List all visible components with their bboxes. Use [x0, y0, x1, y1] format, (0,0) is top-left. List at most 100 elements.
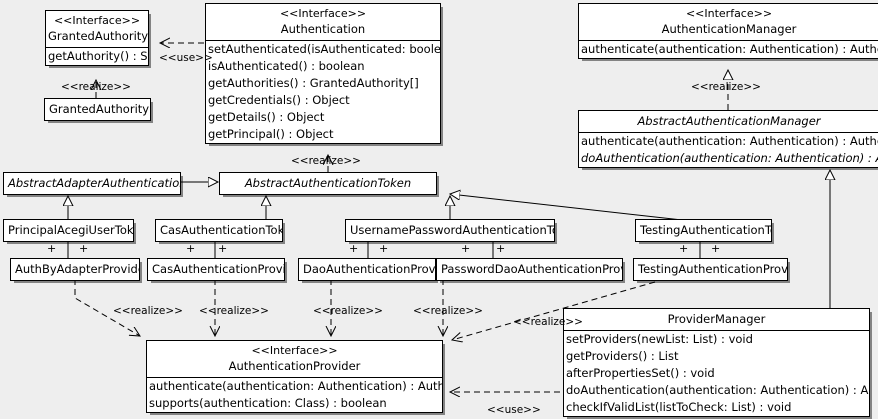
assoc-plus-upat-left2: + [461, 242, 471, 255]
class-header: <<Interface>> AuthenticationProvider [147, 341, 442, 377]
class-cas-authentication-provider[interactable]: CasAuthenticationProvider [147, 258, 285, 281]
operation: getCredentials() : Object [208, 93, 350, 107]
class-principal-acegi-user-token[interactable]: PrincipalAcegiUserToken [3, 219, 134, 242]
class-cas-authentication-token[interactable]: CasAuthenticationToken [155, 219, 283, 242]
operation: doAuthentication(authentication: Authent… [566, 383, 869, 397]
assoc-plus-testing-right: + [711, 242, 721, 255]
operation: authenticate(authentication: Authenticat… [581, 134, 878, 148]
compartment-divider [46, 47, 148, 48]
assoc-plus-upat-right: + [379, 242, 389, 255]
class-header: TestingAuthenticationToken [636, 220, 771, 241]
compartment-divider [579, 40, 878, 41]
assoc-plus-principal-left: + [47, 242, 57, 255]
operation: setAuthenticated(isAuthenticated: boolea… [208, 42, 441, 56]
class-header: DaoAuthenticationProvider [299, 259, 435, 280]
class-name: GrantedAuthority [48, 29, 149, 43]
class-dao-authentication-provider[interactable]: DaoAuthenticationProvider [298, 258, 436, 281]
class-authentication-manager[interactable]: <<Interface>> AuthenticationManager auth… [578, 3, 878, 59]
assoc-plus-upat-right2: + [496, 242, 506, 255]
operation: afterPropertiesSet() : void [566, 366, 715, 380]
class-name: AbstractAuthenticationToken [244, 176, 412, 190]
operation: getAuthority() : String [48, 49, 148, 63]
class-granted-authority-impl[interactable]: GrantedAuthorityImpl [44, 98, 151, 121]
class-header: <<Interface>> GrantedAuthority [46, 11, 148, 47]
class-abstract-authentication-token[interactable]: AbstractAuthenticationToken [219, 172, 437, 195]
operation: checkIfValidList(listToCheck: List) : vo… [566, 400, 792, 414]
class-authentication-provider[interactable]: <<Interface>> AuthenticationProvider aut… [146, 340, 443, 413]
class-header: ProviderManager [564, 309, 869, 330]
class-header: UsernamePasswordAuthenticationToken [346, 220, 554, 241]
class-header: CasAuthenticationToken [156, 220, 282, 241]
class-header: <<Interface>> AuthenticationManager [579, 4, 878, 40]
class-name: AuthByAdapterProvider [15, 262, 140, 276]
class-name: AbstractAuthenticationManager [637, 114, 821, 128]
edge-label-realize-testing-authentication-provider: <<realize>> [513, 316, 583, 328]
class-header: AbstractAuthenticationManager [579, 111, 878, 132]
compartment-divider [579, 132, 878, 133]
stereotype-label: <<Interface>> [251, 344, 338, 357]
edge-label-use-provider-manager: <<use>> [487, 404, 541, 416]
class-auth-by-adapter-provider[interactable]: AuthByAdapterProvider [10, 258, 140, 281]
class-name: UsernamePasswordAuthenticationToken [350, 223, 554, 237]
operation: getDetails() : Object [208, 110, 325, 124]
class-provider-manager[interactable]: ProviderManager setProviders(newList: Li… [563, 308, 870, 417]
class-name: PrincipalAcegiUserToken [8, 223, 134, 237]
class-name: PasswordDaoAuthenticationProvider [441, 262, 622, 276]
operation: getProviders() : List [566, 349, 679, 363]
operations-compartment: authenticate(authentication: Authenticat… [147, 378, 442, 412]
compartment-divider [147, 377, 442, 378]
class-header: AbstractAuthenticationToken [220, 173, 436, 194]
class-header: PrincipalAcegiUserToken [4, 220, 133, 241]
compartment-divider [206, 40, 440, 41]
operation: setProviders(newList: List) : void [566, 332, 753, 346]
operations-compartment: authenticate(authentication: Authenticat… [579, 41, 878, 58]
operation: getAuthorities() : GrantedAuthority[] [208, 76, 419, 90]
edge-label-use-granted-authority: <<use>> [159, 52, 213, 64]
edge-label-realize-password-dao-authentication-provider: <<realize>> [413, 305, 483, 317]
class-header: CasAuthenticationProvider [148, 259, 284, 280]
class-name: CasAuthenticationToken [160, 223, 282, 237]
operation: authenticate(authentication: Authenticat… [581, 42, 878, 56]
compartment-divider [564, 330, 869, 331]
assoc-plus-cas-right: + [218, 242, 228, 255]
class-name: TestingAuthenticationProvider [638, 262, 788, 276]
class-testing-authentication-provider[interactable]: TestingAuthenticationProvider [633, 258, 788, 281]
class-name: AuthenticationManager [661, 22, 797, 36]
class-name: ProviderManager [667, 312, 766, 326]
operation: isAuthenticated() : boolean [208, 59, 365, 73]
operations-compartment: setAuthenticated(isAuthenticated: boolea… [206, 41, 440, 143]
assoc-plus-testing-left: + [679, 242, 689, 255]
class-username-password-authentication-token[interactable]: UsernamePasswordAuthenticationToken [345, 219, 555, 242]
assoc-plus-upat-left: + [349, 242, 359, 255]
class-header: GrantedAuthorityImpl [45, 99, 150, 120]
edge-label-realize-dao-authentication-provider: <<realize>> [313, 305, 383, 317]
class-abstract-adapter-authentication-token[interactable]: AbstractAdapterAuthenticationToken [3, 172, 181, 195]
class-name: AuthenticationProvider [228, 359, 361, 373]
class-header: AbstractAdapterAuthenticationToken [4, 173, 180, 194]
stereotype-label: <<Interface>> [279, 7, 367, 20]
assoc-plus-principal-right: + [79, 242, 89, 255]
edge-label-realize-abstract-authentication-manager: <<realize>> [691, 81, 761, 93]
stereotype-label: <<Interface>> [685, 7, 773, 20]
class-abstract-authentication-manager[interactable]: AbstractAuthenticationManager authentica… [578, 110, 878, 168]
stereotype-label: <<Interface>> [53, 14, 141, 27]
operation: getPrincipal() : Object [208, 127, 334, 141]
class-testing-authentication-token[interactable]: TestingAuthenticationToken [635, 219, 772, 242]
class-header: TestingAuthenticationProvider [634, 259, 787, 280]
class-password-dao-authentication-provider[interactable]: PasswordDaoAuthenticationProvider [436, 258, 623, 281]
edge-label-realize-cas-authentication-provider: <<realize>> [199, 305, 269, 317]
class-granted-authority[interactable]: <<Interface>> GrantedAuthority getAuthor… [45, 10, 149, 66]
class-name: AbstractAdapterAuthenticationToken [8, 176, 180, 190]
class-authentication[interactable]: <<Interface>> Authentication setAuthenti… [205, 3, 441, 144]
class-name: DaoAuthenticationProvider [303, 262, 436, 276]
operation: supports(authentication: Class) : boolea… [149, 396, 387, 410]
edge-label-realize-abstract-authentication-token: <<realize>> [291, 155, 361, 167]
edge-generalize-testing-authentication-token [450, 194, 701, 223]
operations-compartment: getAuthority() : String [46, 48, 148, 65]
assoc-plus-cas-left: + [186, 242, 196, 255]
edge-label-realize-granted-authority-impl: <<realize>> [61, 81, 131, 93]
class-header: AuthByAdapterProvider [11, 259, 139, 280]
class-header: PasswordDaoAuthenticationProvider [437, 259, 622, 280]
operations-compartment: setProviders(newList: List) : void getPr… [564, 331, 869, 416]
